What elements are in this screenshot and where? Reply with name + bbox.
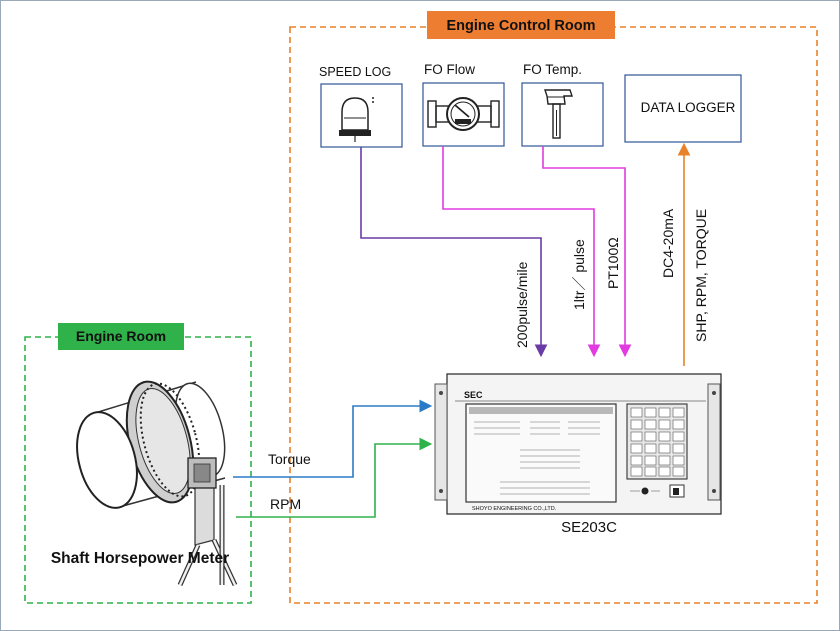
rpm-label: RPM xyxy=(270,496,301,512)
engine-room-title: Engine Room xyxy=(76,328,166,344)
control-room-title: Engine Control Room xyxy=(446,18,595,34)
fo-flow-label: FO Flow xyxy=(424,62,475,77)
temp-signal-label: PT100Ω xyxy=(605,237,621,289)
temp-signal-line xyxy=(542,146,632,358)
torque-label: Torque xyxy=(268,451,311,467)
rpm-signal-line xyxy=(236,437,433,518)
flow-signal-line xyxy=(442,146,601,358)
speed-signal-line xyxy=(360,147,548,358)
flow-signal-label: 1ltr／ pulse xyxy=(571,239,587,310)
se203c-device: SEC SHOYO ENGINEERING CO.,LTD. xyxy=(434,373,722,515)
device-brand: SEC xyxy=(464,390,483,400)
speed-log-icon xyxy=(339,97,374,142)
device-maker: SHOYO ENGINEERING CO.,LTD. xyxy=(472,506,557,512)
fo-temp-label: FO Temp. xyxy=(523,62,582,77)
data-logger-box xyxy=(624,74,742,143)
engine-room-label-bg xyxy=(58,323,184,350)
speed-log-box xyxy=(320,83,403,148)
speed-signal-label: 200pulse/mile xyxy=(514,261,530,348)
fo-temp-box xyxy=(521,82,604,147)
control-room-label-bg xyxy=(427,11,615,39)
data-logger-label: DATA LOGGER xyxy=(641,100,736,115)
flow-meter-icon xyxy=(427,97,500,131)
device-model-label: SE203C xyxy=(561,519,617,536)
shaft-meter-label: Shaft Horsepower Meter xyxy=(51,550,229,567)
logger-signal-label-bottom: SHP, RPM, TORQUE xyxy=(693,209,709,342)
shaft-horsepower-meter-illustration xyxy=(76,380,238,587)
torque-signal-line xyxy=(233,399,433,478)
logger-signal-label-top: DC4-20mA xyxy=(660,208,676,278)
thermometer-icon xyxy=(544,89,573,139)
device-screen xyxy=(465,403,617,503)
speed-log-label: SPEED LOG xyxy=(319,65,391,79)
